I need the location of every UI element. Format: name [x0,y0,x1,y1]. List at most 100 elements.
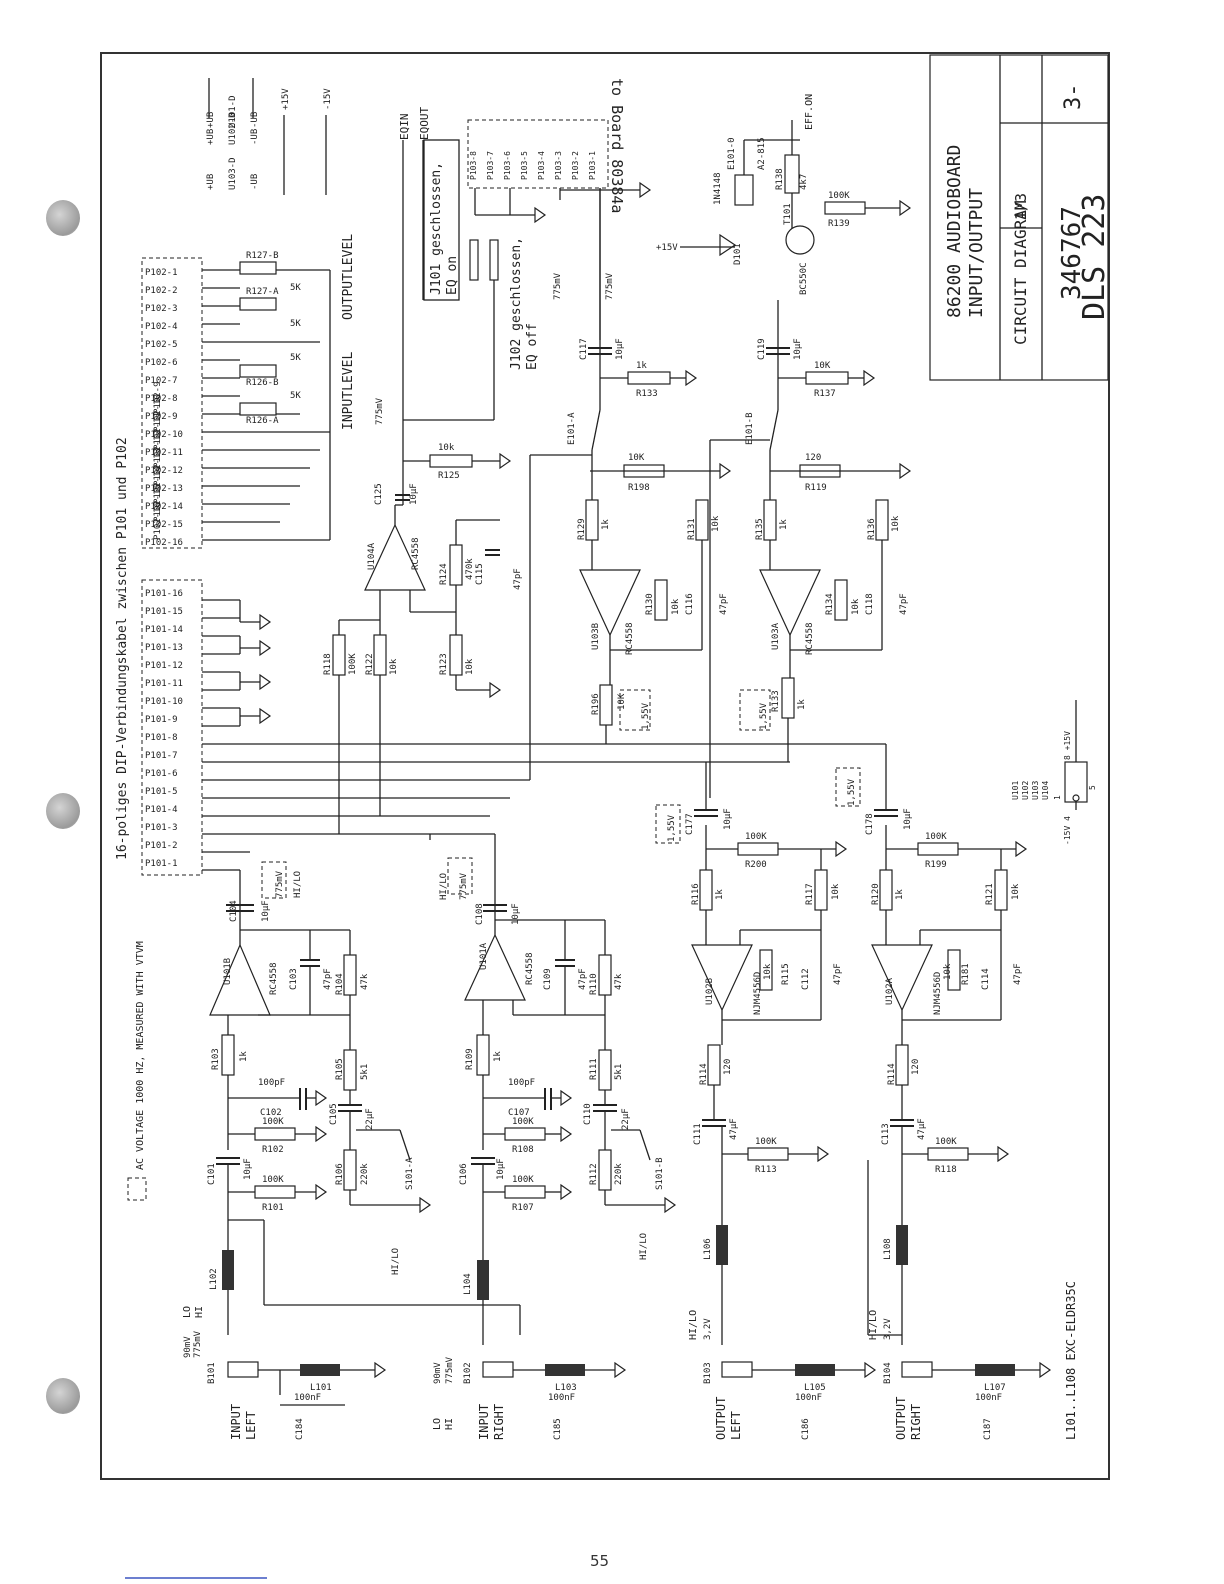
relay-contacts: E101-A E101-B C117 10µF C119 10µF 1k R13… [529,188,876,798]
svg-text:P101-9: P101-9 [145,715,178,725]
svg-text:R126-B: R126-B [246,378,279,388]
svg-text:1N4148: 1N4148 [713,172,723,205]
svg-text:10k: 10k [711,515,721,532]
to-board-label: to Board 80384a [608,78,626,213]
svg-text:P102-13: P102-13 [153,448,163,486]
svg-text:775mV: 775mV [553,272,563,300]
svg-text:+15V: +15V [656,243,678,253]
svg-text:R108: R108 [512,1145,534,1155]
input-right-connector: B102 INPUT RIGHT 90mV 775mV LO HI L103 1… [432,1356,627,1440]
svg-text:C186: C186 [801,1418,811,1440]
svg-text:B102: B102 [463,1362,473,1384]
svg-text:100pF: 100pF [508,1078,535,1088]
svg-text:1,55V: 1,55V [667,814,677,842]
svg-text:R125: R125 [438,471,460,481]
svg-text:C185: C185 [553,1418,563,1440]
svg-text:R133: R133 [636,389,658,399]
ac-voltage-note: AC VOLTAGE 1000 HZ, MEASURED WITH VTVM [127,941,147,1201]
svg-text:HI/LO: HI/LO [639,1233,649,1260]
p103-connector: EQIN EQOUT to Board 80384a P103-8 P103-7… [398,78,652,420]
svg-text:R137: R137 [814,389,836,399]
svg-text:P102-16: P102-16 [153,502,163,540]
u103b-stage: U103B RC4558 R129 1k R131 10k R130 10k C… [577,450,732,744]
svg-text:10k: 10k [438,443,455,453]
svg-text:R133: R133 [771,690,781,712]
svg-text:R118: R118 [323,653,333,675]
svg-text:R118: R118 [935,1165,957,1175]
svg-text:C102: C102 [260,1108,282,1118]
svg-text:R114: R114 [699,1063,709,1085]
title-block: 86200 AUDIOBOARD INPUT/OUTPUT CIRCUIT DI… [929,54,1112,381]
svg-text:1,55V: 1,55V [847,778,857,806]
svg-text:775mV: 775mV [275,870,285,898]
svg-text:R114: R114 [887,1063,897,1085]
svg-text:775mV: 775mV [459,872,469,900]
svg-text:P101-7: P101-7 [145,751,178,761]
svg-text:P102-3: P102-3 [145,304,178,314]
svg-text:C103: C103 [289,968,299,990]
p101-connector: P101-16 P101-15 P101-14 P101-13 P101-12 … [115,437,790,876]
svg-text:R131: R131 [687,518,697,540]
eqin-label: EQIN [398,114,411,141]
svg-text:L108: L108 [883,1238,893,1260]
svg-text:P102-11: P102-11 [153,412,163,450]
svg-text:3,2V: 3,2V [703,1318,713,1340]
svg-text:100nF: 100nF [548,1393,575,1403]
svg-text:P101-16: P101-16 [145,589,183,599]
svg-text:LEFT: LEFT [729,1411,743,1440]
diagram-type: CIRCUIT DIAGRAM [1011,201,1030,346]
svg-text:P101-12: P101-12 [145,661,183,671]
svg-text:100K: 100K [262,1117,284,1127]
svg-text:P101-14: P101-14 [145,625,183,635]
svg-text:4k7: 4k7 [799,174,809,190]
svg-text:10µF: 10µF [903,808,913,830]
svg-text:P101-1: P101-1 [145,859,178,869]
svg-text:C119: C119 [757,338,767,360]
svg-text:E101-A: E101-A [567,412,577,445]
svg-text:HI: HI [194,1306,205,1318]
svg-text:P103-2: P103-2 [571,151,580,180]
svg-text:C116: C116 [685,593,695,615]
svg-text:P102-12: P102-12 [153,430,163,468]
svg-text:47k: 47k [360,973,370,990]
svg-text:P102-1: P102-1 [145,268,178,278]
svg-text:A2-815: A2-815 [757,137,767,170]
svg-text:100nF: 100nF [975,1393,1002,1403]
svg-text:P102-14: P102-14 [145,502,183,512]
svg-text:R112: R112 [589,1163,599,1185]
svg-text:1k: 1k [636,361,647,371]
board-title: 86200 AUDIOBOARD [944,145,965,318]
svg-text:P101-13: P101-13 [145,643,183,653]
svg-text:8 +15V: 8 +15V [1063,731,1072,760]
svg-text:10k: 10k [851,598,861,615]
page-code: 3- [1061,84,1086,111]
svg-text:RC4558: RC4558 [411,537,421,570]
svg-text:P102-6: P102-6 [145,358,178,368]
svg-text:R121: R121 [985,883,995,905]
svg-text:LO: LO [432,1418,443,1430]
u101b-stage: U101B RC4558 C104 10µF 775mV HI/LO R104 … [207,861,521,1335]
svg-text:U101: U101 [1011,781,1020,800]
relay-driver: E101-0 A2-815 R138 4k7 EFF.ON BC550C T10… [656,94,912,295]
svg-text:P101-15: P101-15 [145,607,183,617]
svg-text:R123: R123 [439,653,449,675]
svg-text:U102B: U102B [705,978,715,1005]
svg-text:P101-3: P101-3 [145,823,178,833]
svg-text:10µF: 10µF [511,903,521,925]
svg-text:U104: U104 [1041,781,1050,800]
svg-text:100K: 100K [512,1175,534,1185]
svg-text:R130: R130 [645,593,655,615]
svg-text:P102-14: P102-14 [153,466,163,504]
footer-line [125,1577,267,1579]
svg-text:775mV: 775mV [193,1330,203,1358]
svg-text:1,55V: 1,55V [759,702,769,730]
svg-text:100K: 100K [828,191,850,201]
svg-text:L101: L101 [310,1383,332,1393]
svg-text:100K: 100K [262,1175,284,1185]
svg-text:5k1: 5k1 [360,1064,370,1080]
svg-text:RC4558: RC4558 [805,622,815,655]
svg-text:1k: 1k [601,519,611,530]
svg-text:P102-12: P102-12 [145,466,183,476]
